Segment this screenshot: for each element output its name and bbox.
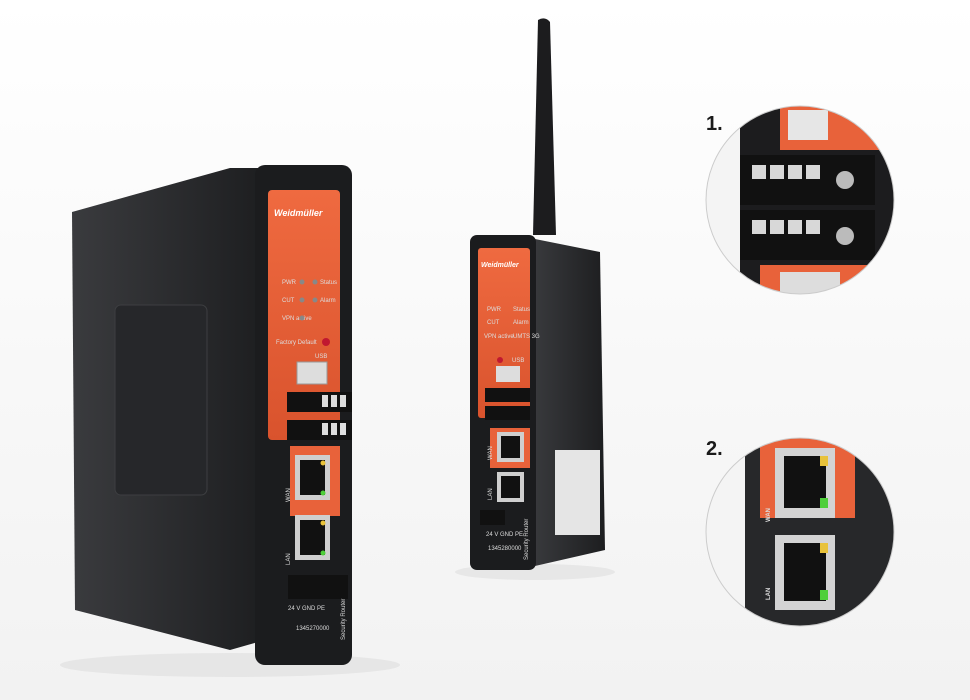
factory-default-button[interactable] bbox=[322, 338, 330, 346]
antenna bbox=[533, 18, 556, 236]
svg-text:LAN: LAN bbox=[286, 553, 292, 565]
svg-text:VPN active: VPN active bbox=[484, 334, 514, 340]
large-router: Weidmüller PWR Status CUT Alarm VPN acti… bbox=[72, 165, 352, 665]
svg-text:Weidmüller: Weidmüller bbox=[481, 262, 520, 269]
detail-2-label: 2. bbox=[706, 438, 723, 460]
svg-text:LAN: LAN bbox=[766, 588, 772, 600]
svg-text:USB: USB bbox=[315, 354, 327, 360]
svg-text:USB: USB bbox=[512, 358, 524, 364]
svg-text:1345270000: 1345270000 bbox=[296, 626, 330, 632]
product-sticker bbox=[555, 450, 600, 535]
svg-text:Alarm: Alarm bbox=[513, 320, 529, 326]
svg-text:Alarm: Alarm bbox=[320, 298, 336, 304]
svg-text:24 V GND PE: 24 V GND PE bbox=[486, 532, 523, 538]
power-terminal bbox=[288, 575, 348, 599]
svg-text:WAN: WAN bbox=[286, 488, 292, 502]
svg-text:LAN: LAN bbox=[488, 488, 494, 500]
svg-text:CUT: CUT bbox=[487, 320, 500, 326]
svg-text:Status: Status bbox=[320, 280, 337, 286]
led-cut bbox=[299, 297, 305, 303]
detail-2-closeup: WAN LAN bbox=[706, 438, 894, 626]
detail-1-closeup bbox=[706, 106, 894, 294]
svg-text:1345280000: 1345280000 bbox=[488, 546, 522, 552]
svg-text:WAN: WAN bbox=[488, 446, 494, 460]
led-status bbox=[312, 279, 318, 285]
svg-text:WAN: WAN bbox=[766, 508, 772, 522]
svg-text:Security Router: Security Router bbox=[524, 519, 530, 560]
svg-text:Status: Status bbox=[513, 307, 530, 313]
svg-text:24 V GND PE: 24 V GND PE bbox=[288, 606, 325, 612]
wireless-router: Weidmüller PWR Status CUT Alarm VPN acti… bbox=[470, 18, 605, 570]
svg-text:VPN active: VPN active bbox=[282, 316, 312, 322]
led-vpn bbox=[299, 315, 305, 321]
detail-1-label: 1. bbox=[706, 113, 723, 135]
led-alarm bbox=[312, 297, 318, 303]
led-pwr bbox=[299, 279, 305, 285]
usb-port bbox=[296, 361, 328, 385]
svg-text:UMTS 3G: UMTS 3G bbox=[513, 334, 540, 340]
led-labels: PWR Status CUT Alarm VPN active Factory … bbox=[276, 279, 337, 360]
svg-text:Security Router: Security Router bbox=[341, 599, 347, 640]
svg-text:PWR: PWR bbox=[282, 280, 297, 286]
brand-logo: Weidmüller bbox=[274, 208, 323, 218]
svg-text:CUT: CUT bbox=[282, 298, 295, 304]
factory-default-label: Factory Default bbox=[276, 340, 317, 346]
svg-text:PWR: PWR bbox=[487, 307, 502, 313]
